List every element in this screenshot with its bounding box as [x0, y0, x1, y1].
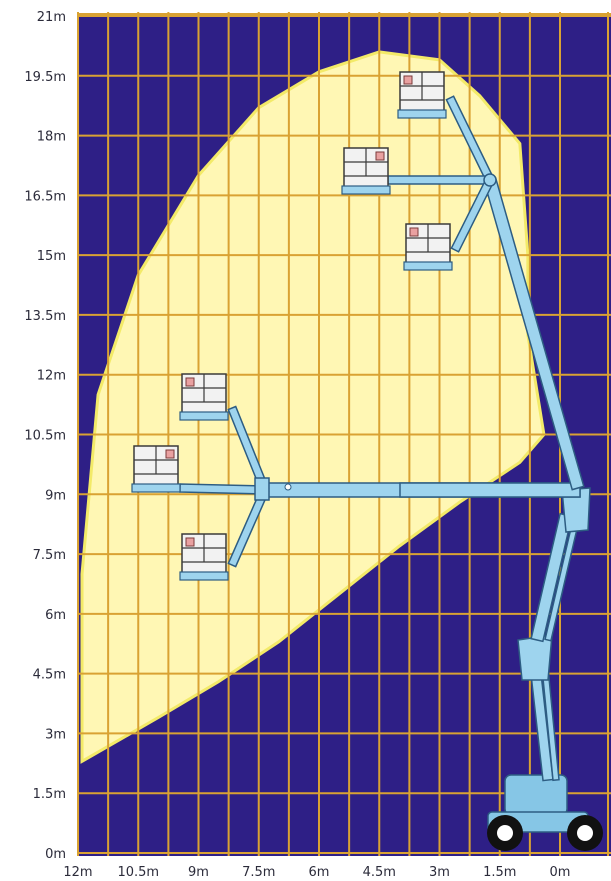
y-axis-ticks: 21m 19.5m 18m 16.5m 15m 13.5m 12m 10.5m 9m 7.5m 6m…: [24, 10, 66, 862]
x-tick-label: 3m: [429, 865, 450, 880]
control-box: [403, 75, 413, 85]
x-axis-ticks: 12m 10.5m 9m 7.5m 6m 4.5m 3m 1.5m 0m: [63, 865, 570, 880]
x-tick-label: 6m: [309, 865, 330, 880]
control-box: [185, 377, 195, 387]
basket-floor: [341, 185, 391, 195]
control-box: [375, 151, 385, 161]
x-tick-label: 4.5m: [363, 865, 396, 880]
platform-basket: [403, 223, 453, 271]
x-tick-label: 9m: [188, 865, 209, 880]
y-tick-label: 18m: [37, 130, 66, 145]
control-box: [409, 227, 419, 237]
basket-floor: [131, 483, 181, 493]
y-tick-label: 7.5m: [33, 548, 66, 563]
riser-knuckle: [517, 634, 553, 681]
base-turret: [504, 774, 568, 816]
jib-horizontal: [387, 175, 491, 185]
wheel-hub: [577, 825, 593, 841]
control-box: [185, 537, 195, 547]
y-tick-label: 15m: [37, 249, 66, 264]
jib-horizontal: [179, 483, 266, 495]
y-tick-label: 6m: [45, 608, 66, 623]
aerial-work-platform: [131, 71, 603, 851]
boom-pin: [284, 483, 292, 491]
platform-basket: [131, 445, 181, 493]
y-tick-label: 16.5m: [24, 189, 66, 204]
y-tick-label: 10.5m: [24, 429, 66, 444]
y-tick-label: 9m: [45, 488, 66, 503]
y-tick-label: 0m: [45, 847, 66, 862]
platform-basket: [179, 533, 229, 581]
x-tick-label: 10.5m: [117, 865, 159, 880]
x-tick-label: 12m: [63, 865, 92, 880]
jib-pivot: [254, 477, 270, 501]
basket-floor: [179, 411, 229, 421]
y-tick-label: 4.5m: [33, 668, 66, 683]
basket-floor: [403, 261, 453, 271]
upper-riser-link: [530, 512, 573, 643]
x-tick-label: 0m: [550, 865, 571, 880]
grid: [77, 12, 611, 856]
y-tick-label: 1.5m: [33, 787, 66, 802]
y-tick-label: 13.5m: [24, 309, 66, 324]
y-tick-label: 12m: [37, 369, 66, 384]
basket-floor: [179, 571, 229, 581]
control-box: [165, 449, 175, 459]
platform-basket: [397, 71, 447, 119]
basket-floor: [397, 109, 447, 119]
y-tick-label: 21m: [37, 10, 66, 25]
main-boom-outer-section: [399, 482, 581, 498]
platform-basket: [341, 147, 391, 195]
jib-pivot: [483, 173, 497, 187]
y-tick-label: 3m: [45, 727, 66, 742]
x-tick-label: 1.5m: [483, 865, 516, 880]
y-tick-label: 19.5m: [24, 70, 66, 85]
platform-basket: [179, 373, 229, 421]
x-tick-label: 7.5m: [242, 865, 275, 880]
wheel-hub: [497, 825, 513, 841]
